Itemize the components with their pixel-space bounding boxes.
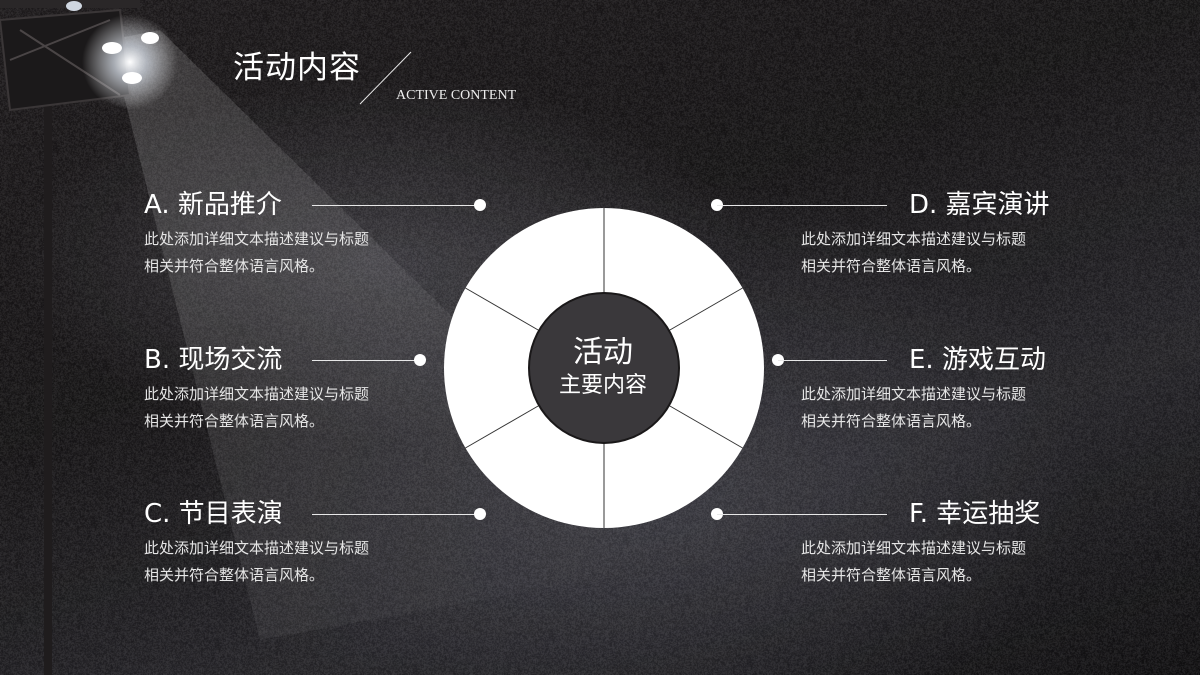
item-c-dot xyxy=(474,508,486,520)
item-f-desc-1: 此处添加详细文本描述建议与标题 xyxy=(801,539,1027,557)
activity-donut xyxy=(444,208,764,528)
donut-segments xyxy=(444,208,764,528)
item-f-title: F. 幸运抽奖 xyxy=(909,499,1041,529)
item-b-title: B. 现场交流 xyxy=(144,345,283,375)
item-d-connector xyxy=(717,205,887,206)
item-d-desc-1: 此处添加详细文本描述建议与标题 xyxy=(801,230,1027,248)
item-c-desc-2: 相关并符合整体语言风格。 xyxy=(144,566,325,584)
item-c-connector xyxy=(312,514,480,515)
item-e: E. 游戏互动 xyxy=(909,345,1046,375)
item-a-connector xyxy=(312,205,480,206)
item-f: F. 幸运抽奖 xyxy=(909,499,1040,529)
item-b-desc-2: 相关并符合整体语言风格。 xyxy=(144,412,325,430)
item-f-desc-2: 相关并符合整体语言风格。 xyxy=(801,566,982,584)
item-c-title: C. 节目表演 xyxy=(144,499,283,529)
item-b-desc-1: 此处添加详细文本描述建议与标题 xyxy=(144,385,370,403)
hub-subtitle: 主要内容 xyxy=(558,373,647,398)
item-c-desc-1: 此处添加详细文本描述建议与标题 xyxy=(144,539,370,557)
item-b-connector xyxy=(312,360,420,361)
item-e-connector xyxy=(778,360,887,361)
item-a-dot xyxy=(474,199,486,211)
item-a-desc-2: 相关并符合整体语言风格。 xyxy=(144,257,325,275)
title-divider xyxy=(359,51,412,105)
item-e-title: E. 游戏互动 xyxy=(909,345,1046,375)
item-d-desc-2: 相关并符合整体语言风格。 xyxy=(801,257,982,275)
item-d: D. 嘉宾演讲 xyxy=(909,190,1050,220)
item-d-title: D. 嘉宾演讲 xyxy=(909,190,1050,220)
page-title: 活动内容 xyxy=(233,50,361,86)
item-f-connector xyxy=(717,514,887,515)
item-b-dot xyxy=(414,354,426,366)
item-e-desc-1: 此处添加详细文本描述建议与标题 xyxy=(801,385,1027,403)
item-a-title: A. 新品推介 xyxy=(144,190,282,220)
item-b: B. 现场交流 xyxy=(144,345,282,375)
page-subtitle: ACTIVE CONTENT xyxy=(396,88,517,103)
item-a: A. 新品推介 xyxy=(144,190,282,220)
item-a-desc-1: 此处添加详细文本描述建议与标题 xyxy=(144,230,370,248)
item-c: C. 节目表演 xyxy=(144,499,283,529)
hub-title: 活动 xyxy=(573,335,633,370)
item-e-desc-2: 相关并符合整体语言风格。 xyxy=(801,412,982,430)
